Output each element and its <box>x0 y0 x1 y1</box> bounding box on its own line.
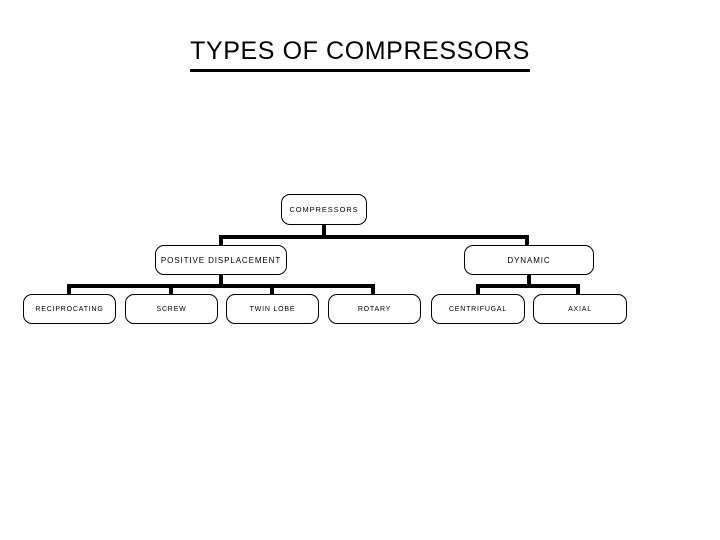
connector-level3-bar-dynamic <box>476 284 580 288</box>
connector-drop-positive-displacement <box>219 235 223 247</box>
node-positive-displacement-label: POSITIVE DISPLACEMENT <box>160 255 282 265</box>
node-dynamic[interactable]: DYNAMIC <box>464 245 594 275</box>
connector-level3-bar-positive-displacement <box>67 284 375 288</box>
connector-dynamic-stem <box>527 274 531 286</box>
node-dynamic-label: DYNAMIC <box>507 255 551 265</box>
page-title-text: TYPES OF COMPRESSORS <box>190 36 530 72</box>
node-centrifugal[interactable]: CENTRIFUGAL <box>431 294 525 324</box>
node-axial[interactable]: AXIAL <box>533 294 627 324</box>
connector-drop-axial <box>576 284 580 296</box>
node-reciprocating-label: RECIPROCATING <box>35 305 104 313</box>
node-screw-label: SCREW <box>156 305 187 313</box>
connector-positive-displacement-stem <box>219 274 223 286</box>
node-screw[interactable]: SCREW <box>125 294 218 324</box>
node-compressors-label: COMPRESSORS <box>289 205 359 214</box>
connector-drop-twin-lobe <box>270 284 274 296</box>
node-twin-lobe-label: TWIN LOBE <box>249 305 296 313</box>
connector-drop-centrifugal <box>476 284 480 296</box>
connector-drop-dynamic <box>525 235 529 247</box>
node-rotary[interactable]: ROTARY <box>328 294 421 324</box>
node-compressors[interactable]: COMPRESSORS <box>281 194 367 225</box>
node-twin-lobe[interactable]: TWIN LOBE <box>226 294 319 324</box>
connector-drop-screw <box>169 284 173 296</box>
node-rotary-label: ROTARY <box>357 305 392 313</box>
page-title: TYPES OF COMPRESSORS <box>0 36 720 72</box>
connector-compressors-stem <box>322 224 326 238</box>
node-axial-label: AXIAL <box>568 305 592 313</box>
node-centrifugal-label: CENTRIFUGAL <box>448 305 508 313</box>
connector-drop-rotary <box>371 284 375 296</box>
node-reciprocating[interactable]: RECIPROCATING <box>23 294 116 324</box>
connector-drop-reciprocating <box>67 284 71 296</box>
node-positive-displacement[interactable]: POSITIVE DISPLACEMENT <box>155 245 287 275</box>
connector-level2-bar <box>219 235 529 239</box>
